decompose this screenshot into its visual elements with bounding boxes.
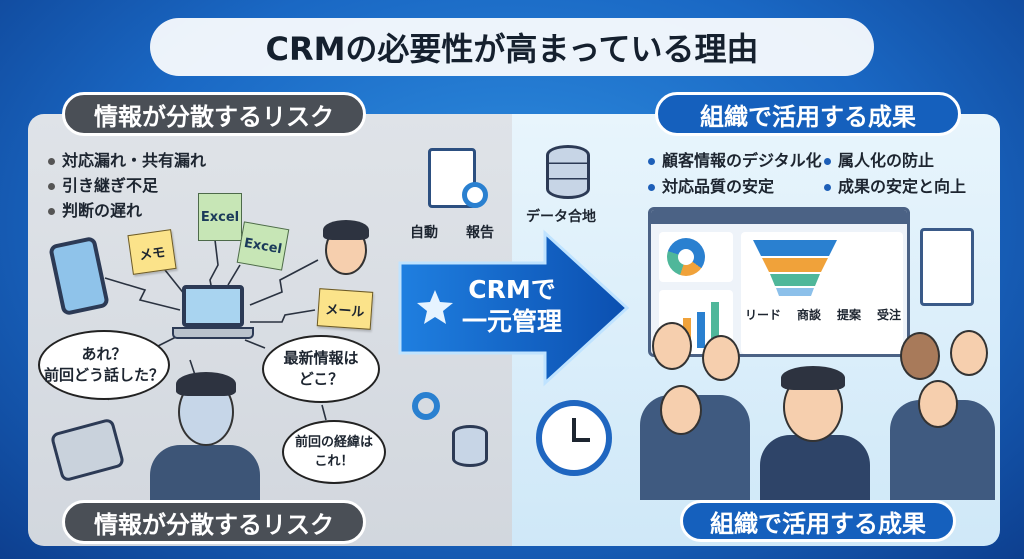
crm-dashboard-window: リード 商談 提案 受注 [648, 207, 910, 357]
risk-bullet: 引き継ぎ不足 [48, 173, 206, 198]
database-icon [546, 145, 590, 199]
team-member-face [702, 335, 740, 381]
checklist-clipboard-icon [920, 228, 974, 306]
sales-funnel-card: リード 商談 提案 受注 [741, 232, 903, 354]
result-bullet: 成果の安定と向上 [824, 174, 966, 199]
result-bullet: 顧客情報のデジタル化 [648, 148, 822, 173]
team-member-face [950, 330, 988, 376]
result-header: 組織で活用する成果 [655, 92, 961, 136]
stressed-man-body [150, 445, 260, 500]
bullet-text: 属人化の防止 [838, 151, 935, 170]
speech-bubble: 最新情報は どこ？ [262, 335, 380, 403]
team-leader [760, 435, 870, 505]
funnel-icon [753, 240, 837, 296]
star-icon [417, 290, 453, 324]
donut-chart-card [659, 232, 733, 282]
data-label: データ合地 [526, 209, 596, 225]
laptop-base [172, 327, 254, 339]
auto-label: 自動 [410, 225, 438, 241]
arrow-line: 一元管理 [462, 307, 563, 336]
donut-chart-icon [667, 238, 705, 276]
risk-bullets: 対応漏れ・共有漏れ 引き継ぎ不足 判断の遅れ [48, 148, 206, 223]
risk-header: 情報が分散するリスク [62, 92, 366, 136]
risk-bullet: 判断の遅れ [48, 198, 206, 223]
crm-arrow [398, 229, 630, 387]
team-member-face [900, 332, 940, 380]
team-member-face [918, 380, 958, 428]
clock-icon [536, 400, 612, 476]
team-member-face [652, 322, 692, 370]
team-member-face [660, 385, 702, 435]
result-bullet: 対応品質の安定 [648, 174, 774, 199]
database-icon [452, 425, 488, 467]
memo-note: メモ [127, 229, 177, 275]
excel-file-icon: Excel [236, 221, 290, 271]
risk-footer: 情報が分散するリスク [62, 500, 366, 544]
report-label: 報告 [466, 225, 494, 241]
window-titlebar [651, 210, 907, 224]
bullet-text: 対応品質の安定 [662, 177, 775, 196]
result-bullet: 属人化の防止 [824, 148, 934, 173]
mail-note: メール [316, 288, 374, 330]
arrow-line: CRMで [468, 275, 556, 304]
laptop-icon [182, 285, 244, 327]
hair-shape [781, 366, 845, 390]
funnel-stage: 提案 [836, 308, 861, 322]
speech-bubble: あれ？ 前回どう話した？ [38, 330, 170, 400]
bullet-text: 顧客情報のデジタル化 [662, 151, 822, 170]
bullet-text: 判断の遅れ [62, 201, 143, 220]
funnel-stage: リード [745, 308, 782, 322]
risk-bullet: 対応漏れ・共有漏れ [48, 148, 206, 173]
result-footer: 組織で活用する成果 [680, 500, 956, 542]
gear-icon [462, 182, 488, 208]
hair-shape [176, 372, 236, 396]
clock-hand [572, 418, 576, 442]
excel-file-icon: Excel [198, 193, 242, 241]
speech-bubble: 前回の経緯は これ！ [282, 420, 386, 484]
hair-shape [323, 220, 369, 240]
arrow-text: CRMで 一元管理 [462, 274, 562, 338]
bullet-text: 対応漏れ・共有漏れ [62, 151, 207, 170]
page-title: CRMの必要性が高まっている理由 [150, 18, 874, 76]
gear-icon [412, 392, 440, 420]
funnel-stage-labels: リード 商談 提案 受注 [745, 306, 901, 323]
clock-hand [572, 438, 590, 442]
bullet-text: 成果の安定と向上 [838, 177, 967, 196]
funnel-stage: 受注 [876, 308, 901, 322]
funnel-stage: 商談 [796, 308, 821, 322]
bullet-text: 引き継ぎ不足 [62, 176, 159, 195]
